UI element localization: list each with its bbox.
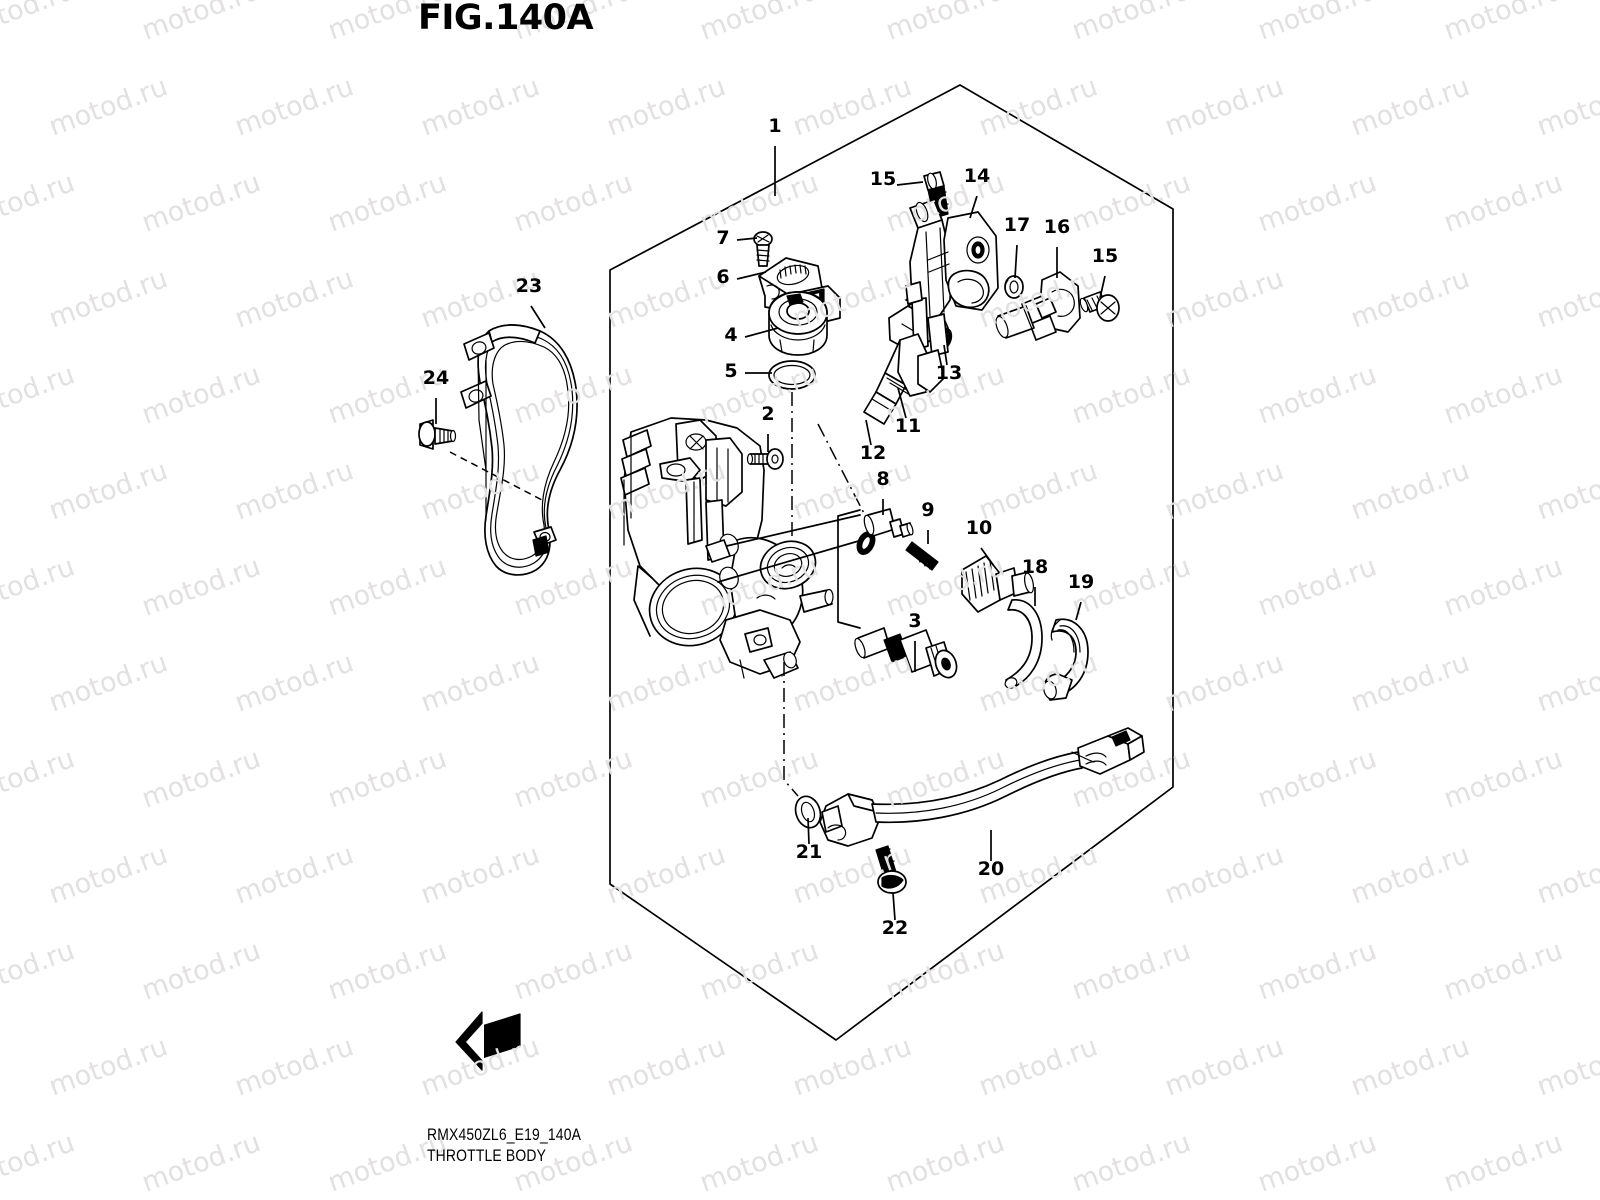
assembly-boundary [609, 84, 1174, 1041]
part-22-bolt [875, 845, 907, 894]
part-4-throttle-position-sensor [768, 285, 841, 356]
part-7-screw [753, 231, 773, 267]
part-12-o-ring [856, 531, 876, 555]
assembly-line-24 [449, 451, 543, 501]
centerline-crank-sensor [783, 662, 799, 797]
part-15-bolt-right [1079, 291, 1120, 322]
part-2-screw [746, 448, 784, 470]
centerline-injector [817, 423, 871, 526]
part-23-throttle-body-cover [460, 324, 578, 576]
part-24-bolt [418, 419, 457, 450]
throttle-body-casting [620, 417, 863, 679]
part-17-washer [1004, 275, 1024, 299]
page-title: FIG.140A [418, 0, 594, 38]
part-9-spring [905, 541, 939, 571]
figure-caption: RMX450ZL6_E19_140A THROTTLE BODY [427, 1124, 615, 1166]
part-21-o-ring [794, 795, 822, 829]
part-16-cable-holder [995, 271, 1081, 341]
part-5-o-ring [768, 360, 816, 390]
part-14-throttle-cable-bracket [897, 199, 999, 397]
part-20-sensor-lead-wire [819, 727, 1145, 847]
fwd-arrow [455, 1011, 521, 1071]
part-10-adjuster-cap [961, 555, 1035, 613]
caption-code: RMX450ZL6_E19_140A [427, 1125, 582, 1144]
part-8-plug [863, 508, 914, 538]
caption-name: THROTTLE BODY [427, 1146, 547, 1165]
part-18-vacuum-hose [1004, 599, 1043, 689]
part-3-idle-adjust-screw [854, 627, 958, 679]
part-19-vent-hose [1043, 618, 1089, 701]
group-bracket [837, 509, 861, 629]
